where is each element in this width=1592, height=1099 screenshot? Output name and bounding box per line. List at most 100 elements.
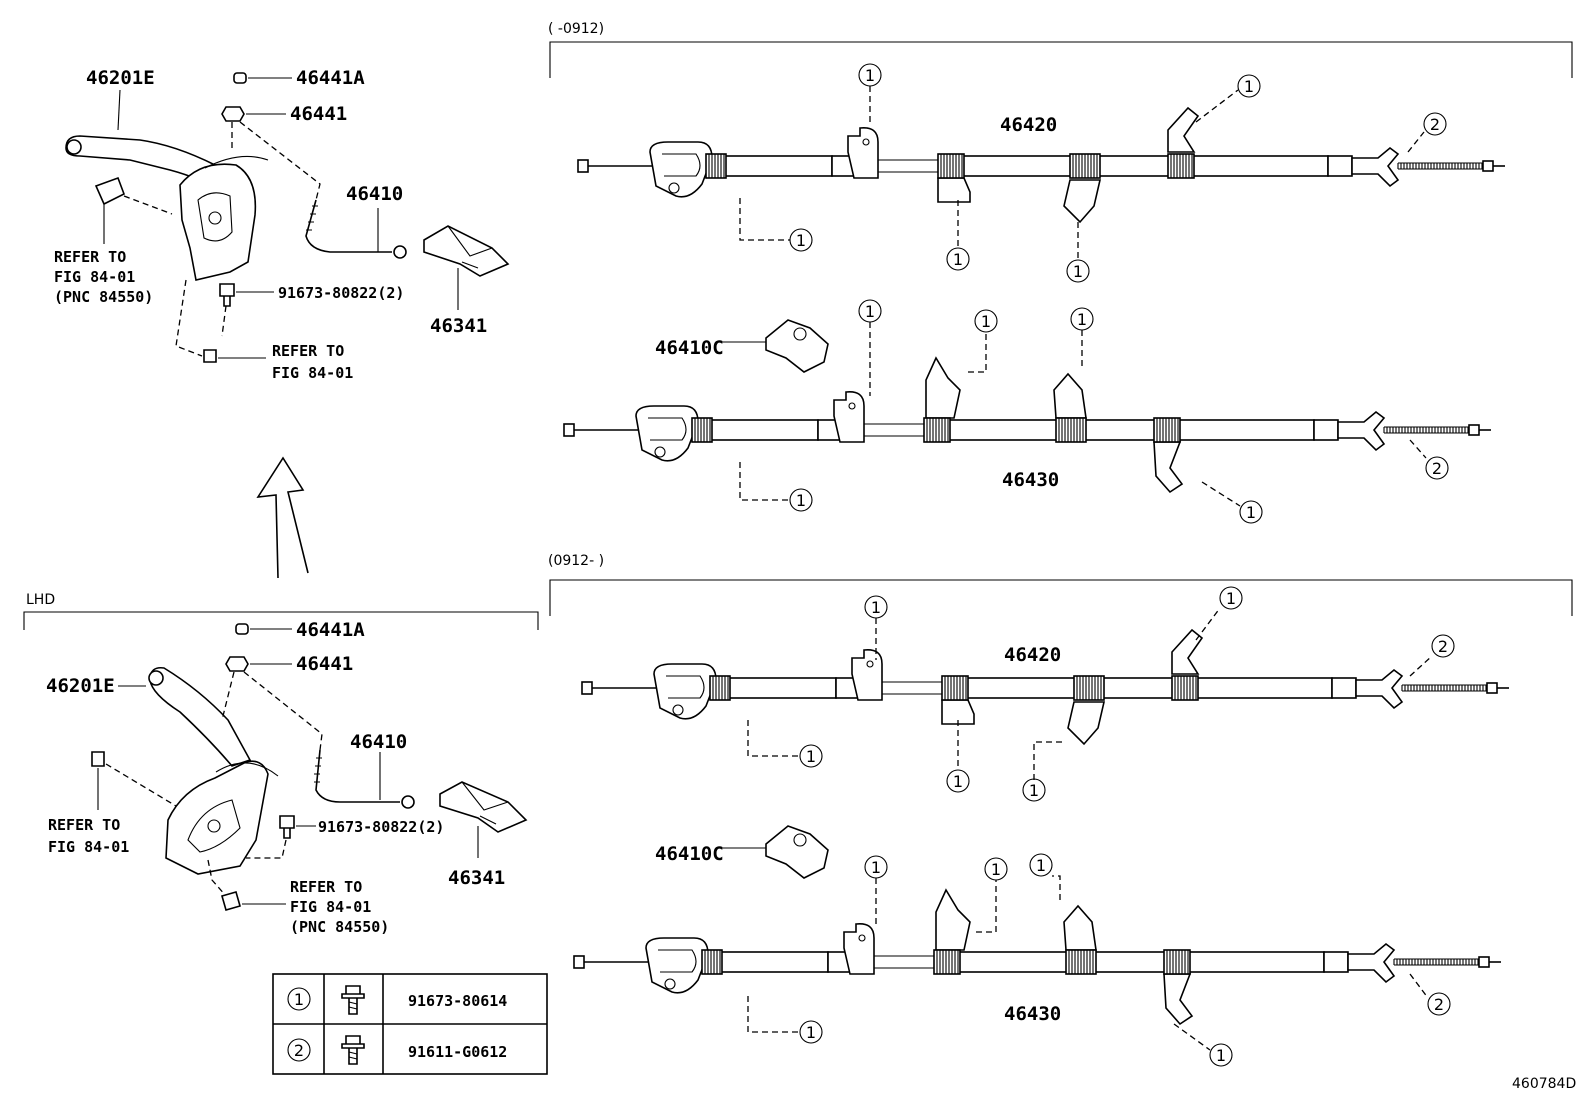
callout-a1-5: 1 — [1237, 74, 1261, 98]
callout-a1-6: 2 — [1423, 112, 1447, 136]
callout-a2-6-number: 2 — [1432, 459, 1442, 478]
lower-cover — [439, 781, 528, 833]
cable-b2-clip-label: 46410C — [655, 843, 724, 865]
upper-lever-assembly: 46201E 46441A 46441 46410 46341 91673-80… — [54, 67, 510, 382]
cable-b1 — [581, 628, 1509, 746]
cable-a2-label: 46430 — [1002, 469, 1059, 491]
upper-nut-label: 46441 — [290, 103, 347, 125]
callout-a2-6: 2 — [1425, 456, 1449, 480]
callout-a2-5-number: 1 — [1246, 503, 1256, 522]
bolt-icon — [341, 985, 365, 1015]
callout-b2-3-number: 1 — [991, 860, 1001, 879]
legend-mark-1: 1 — [294, 990, 304, 1009]
bottom-range-label: (0912- ) — [548, 553, 604, 569]
cable-b1-label: 46420 — [1004, 644, 1061, 666]
callout-b2-1: 1 — [864, 855, 888, 879]
lower-nut-a-label: 46441A — [296, 619, 365, 641]
lower-bolt-label: 91673-80822(2) — [318, 818, 444, 836]
upper-lever-label: 46201E — [86, 67, 155, 89]
callout-a1-4-number: 1 — [1073, 262, 1083, 281]
callout-b1-5-number: 1 — [1226, 589, 1236, 608]
callout-b1-3: 1 — [946, 769, 970, 793]
callout-a2-5: 1 — [1239, 500, 1263, 524]
upper-refer1-l1: REFER TO — [54, 248, 126, 266]
lower-cover-label: 46341 — [448, 867, 505, 889]
callout-b2-6: 2 — [1427, 992, 1451, 1016]
callout-b2-1-number: 1 — [871, 858, 881, 877]
cable-b2-label: 46430 — [1004, 1003, 1061, 1025]
callout-b2-3: 1 — [984, 857, 1008, 881]
lower-cable — [315, 749, 400, 803]
callout-a1-2: 1 — [789, 228, 813, 252]
callout-b2-4: 1 — [1029, 853, 1053, 877]
callout-a1-1: 1 — [858, 63, 882, 87]
callout-a1-2-number: 1 — [796, 231, 806, 250]
top-range-bracket: ( -0912) — [548, 21, 1573, 78]
legend-part-2: 91611-G0612 — [408, 1043, 507, 1061]
lower-bolt-icon — [279, 815, 295, 839]
callout-a2-2: 1 — [789, 488, 813, 512]
legend-mark-2: 2 — [294, 1041, 304, 1060]
callout-a2-4: 1 — [1070, 307, 1094, 331]
callout-b1-2: 1 — [799, 744, 823, 768]
callout-b2-6-number: 2 — [1434, 995, 1444, 1014]
nut-icon — [225, 656, 249, 672]
cable-a2 — [563, 356, 1491, 494]
upper-bolt-icon — [219, 283, 235, 307]
upper-cable — [305, 199, 392, 253]
legend-table: 1 2 91673-80614 91611-G0612 — [272, 973, 548, 1075]
callout-b1-3-number: 1 — [953, 772, 963, 791]
callout-b2-2-number: 1 — [806, 1023, 816, 1042]
callout-b2-4-number: 1 — [1036, 856, 1046, 875]
lower-refer2-l3: (PNC 84550) — [290, 918, 389, 936]
callout-b1-1-number: 1 — [871, 598, 881, 617]
callout-a1-1-number: 1 — [865, 66, 875, 85]
callout-b1-6: 2 — [1431, 634, 1455, 658]
direction-arrow — [256, 456, 309, 579]
callout-a2-4-number: 1 — [1077, 310, 1087, 329]
lower-cable-label: 46410 — [350, 731, 407, 753]
callout-a1-5-number: 1 — [1244, 77, 1254, 96]
top-range-label: ( -0912) — [548, 21, 604, 37]
callout-a2-1-number: 1 — [865, 302, 875, 321]
lower-refer2-part — [221, 891, 241, 911]
nut-icon — [221, 106, 245, 122]
lower-nut-label: 46441 — [296, 653, 353, 675]
upper-cover-label: 46341 — [430, 315, 487, 337]
lever-bracket — [179, 163, 257, 281]
bolt-icon — [341, 1035, 365, 1065]
callout-b1-2-number: 1 — [806, 747, 816, 766]
lhd-bracket: LHD — [23, 592, 539, 630]
lever-bracket — [165, 760, 269, 875]
callout-a1-4: 1 — [1066, 259, 1090, 283]
lower-refer2-l2: FIG 84-01 — [290, 898, 371, 916]
lower-refer1-l1: REFER TO — [48, 816, 120, 834]
callout-b1-5: 1 — [1219, 586, 1243, 610]
lower-refer1-part — [91, 751, 105, 767]
cable-a1-label: 46420 — [1000, 114, 1057, 136]
cable-b2 — [573, 888, 1501, 1026]
legend-part-1: 91673-80614 — [408, 992, 507, 1010]
upper-nut-a-label: 46441A — [296, 67, 365, 89]
lower-refer1-l2: FIG 84-01 — [48, 838, 129, 856]
lhd-label: LHD — [26, 592, 55, 608]
lower-lever-label: 46201E — [46, 675, 115, 697]
callout-b1-4-number: 1 — [1029, 781, 1039, 800]
callout-a2-3: 1 — [974, 309, 998, 333]
callout-a2-2-number: 1 — [796, 491, 806, 510]
lower-lever-assembly: 46201E 46441A 46441 46410 46341 91673-80… — [46, 619, 528, 936]
upper-refer1-l2: FIG 84-01 — [54, 268, 135, 286]
callout-a2-1: 1 — [858, 299, 882, 323]
lower-refer2-l1: REFER TO — [290, 878, 362, 896]
upper-refer1-l3: (PNC 84550) — [54, 288, 153, 306]
lever-grip — [149, 666, 252, 767]
callout-b1-4: 1 — [1022, 778, 1046, 802]
callout-a2-3-number: 1 — [981, 312, 991, 331]
cable-a2-clip-label: 46410C — [655, 337, 724, 359]
callout-a1-3-number: 1 — [953, 250, 963, 269]
bottom-range-bracket: (0912- ) — [548, 553, 1573, 616]
upper-bolt-label: 91673-80822(2) — [278, 284, 404, 302]
nut-a-icon — [233, 72, 247, 84]
upper-refer2-part — [203, 349, 217, 363]
